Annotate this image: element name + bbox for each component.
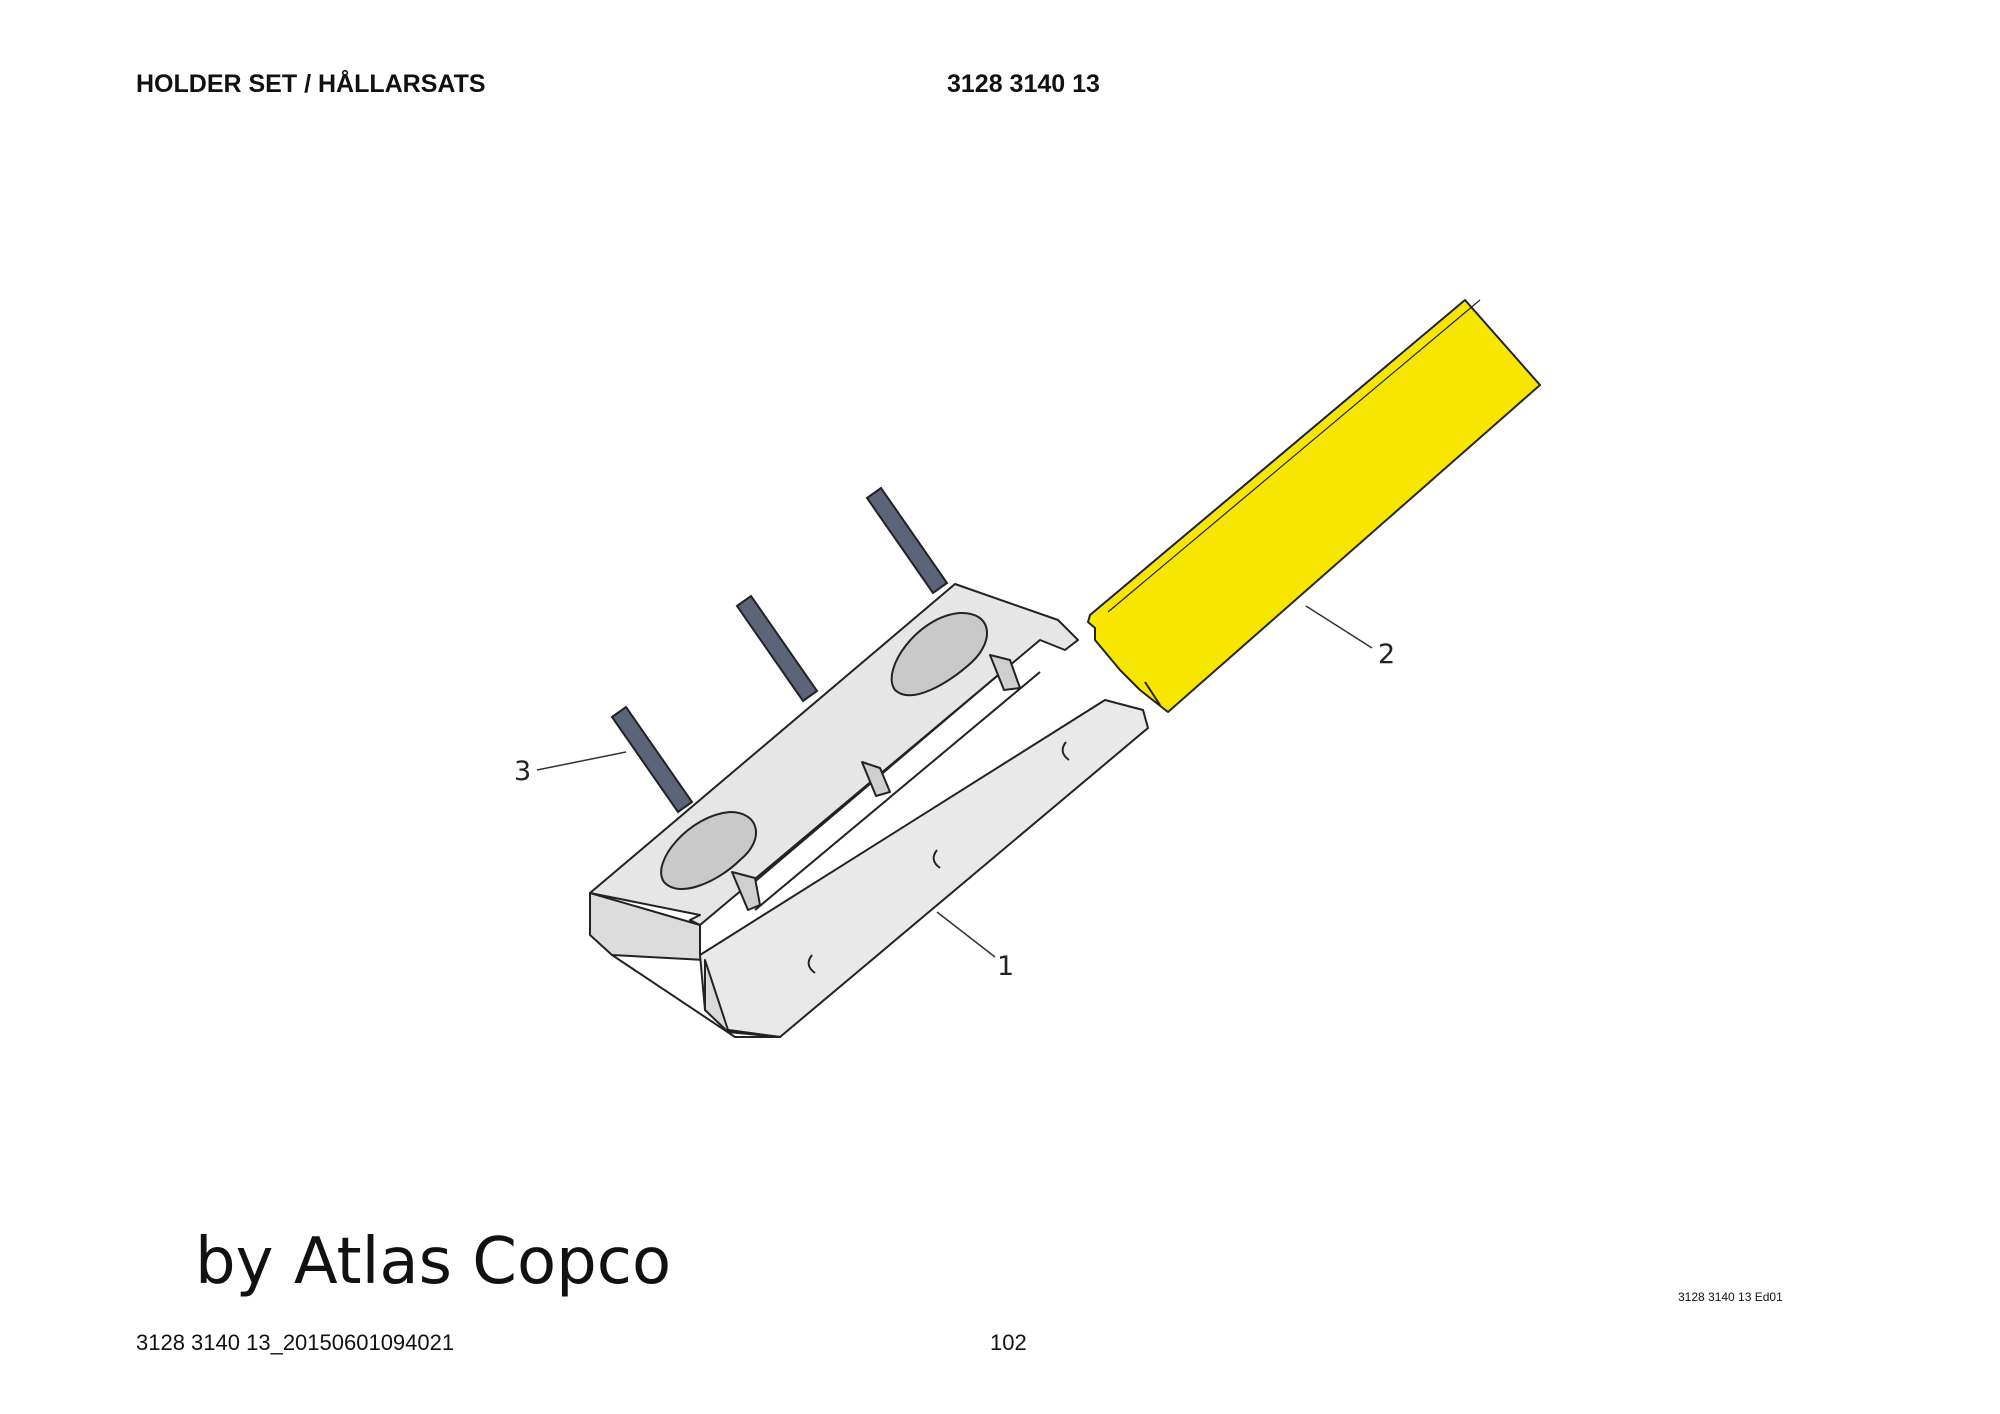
footer-file-id: 3128 3140 13_20150601094021 (136, 1330, 455, 1355)
page-number: 102 (990, 1330, 1027, 1355)
callout-2: 2 (1378, 639, 1395, 670)
callout-3: 3 (514, 756, 531, 787)
holder-body-part (589, 583, 1149, 1038)
page-title: HOLDER SET / HÅLLARSATS (136, 70, 486, 98)
insert-part (1087, 299, 1541, 713)
edition-label: 3128 3140 13 Ed01 (1678, 1290, 1783, 1304)
callout-1: 1 (997, 951, 1014, 982)
pins-part (610, 486, 949, 814)
leader-lines (536, 605, 1373, 958)
brand-text: by Atlas Copco (195, 1225, 672, 1299)
part-number: 3128 3140 13 (947, 70, 1100, 98)
